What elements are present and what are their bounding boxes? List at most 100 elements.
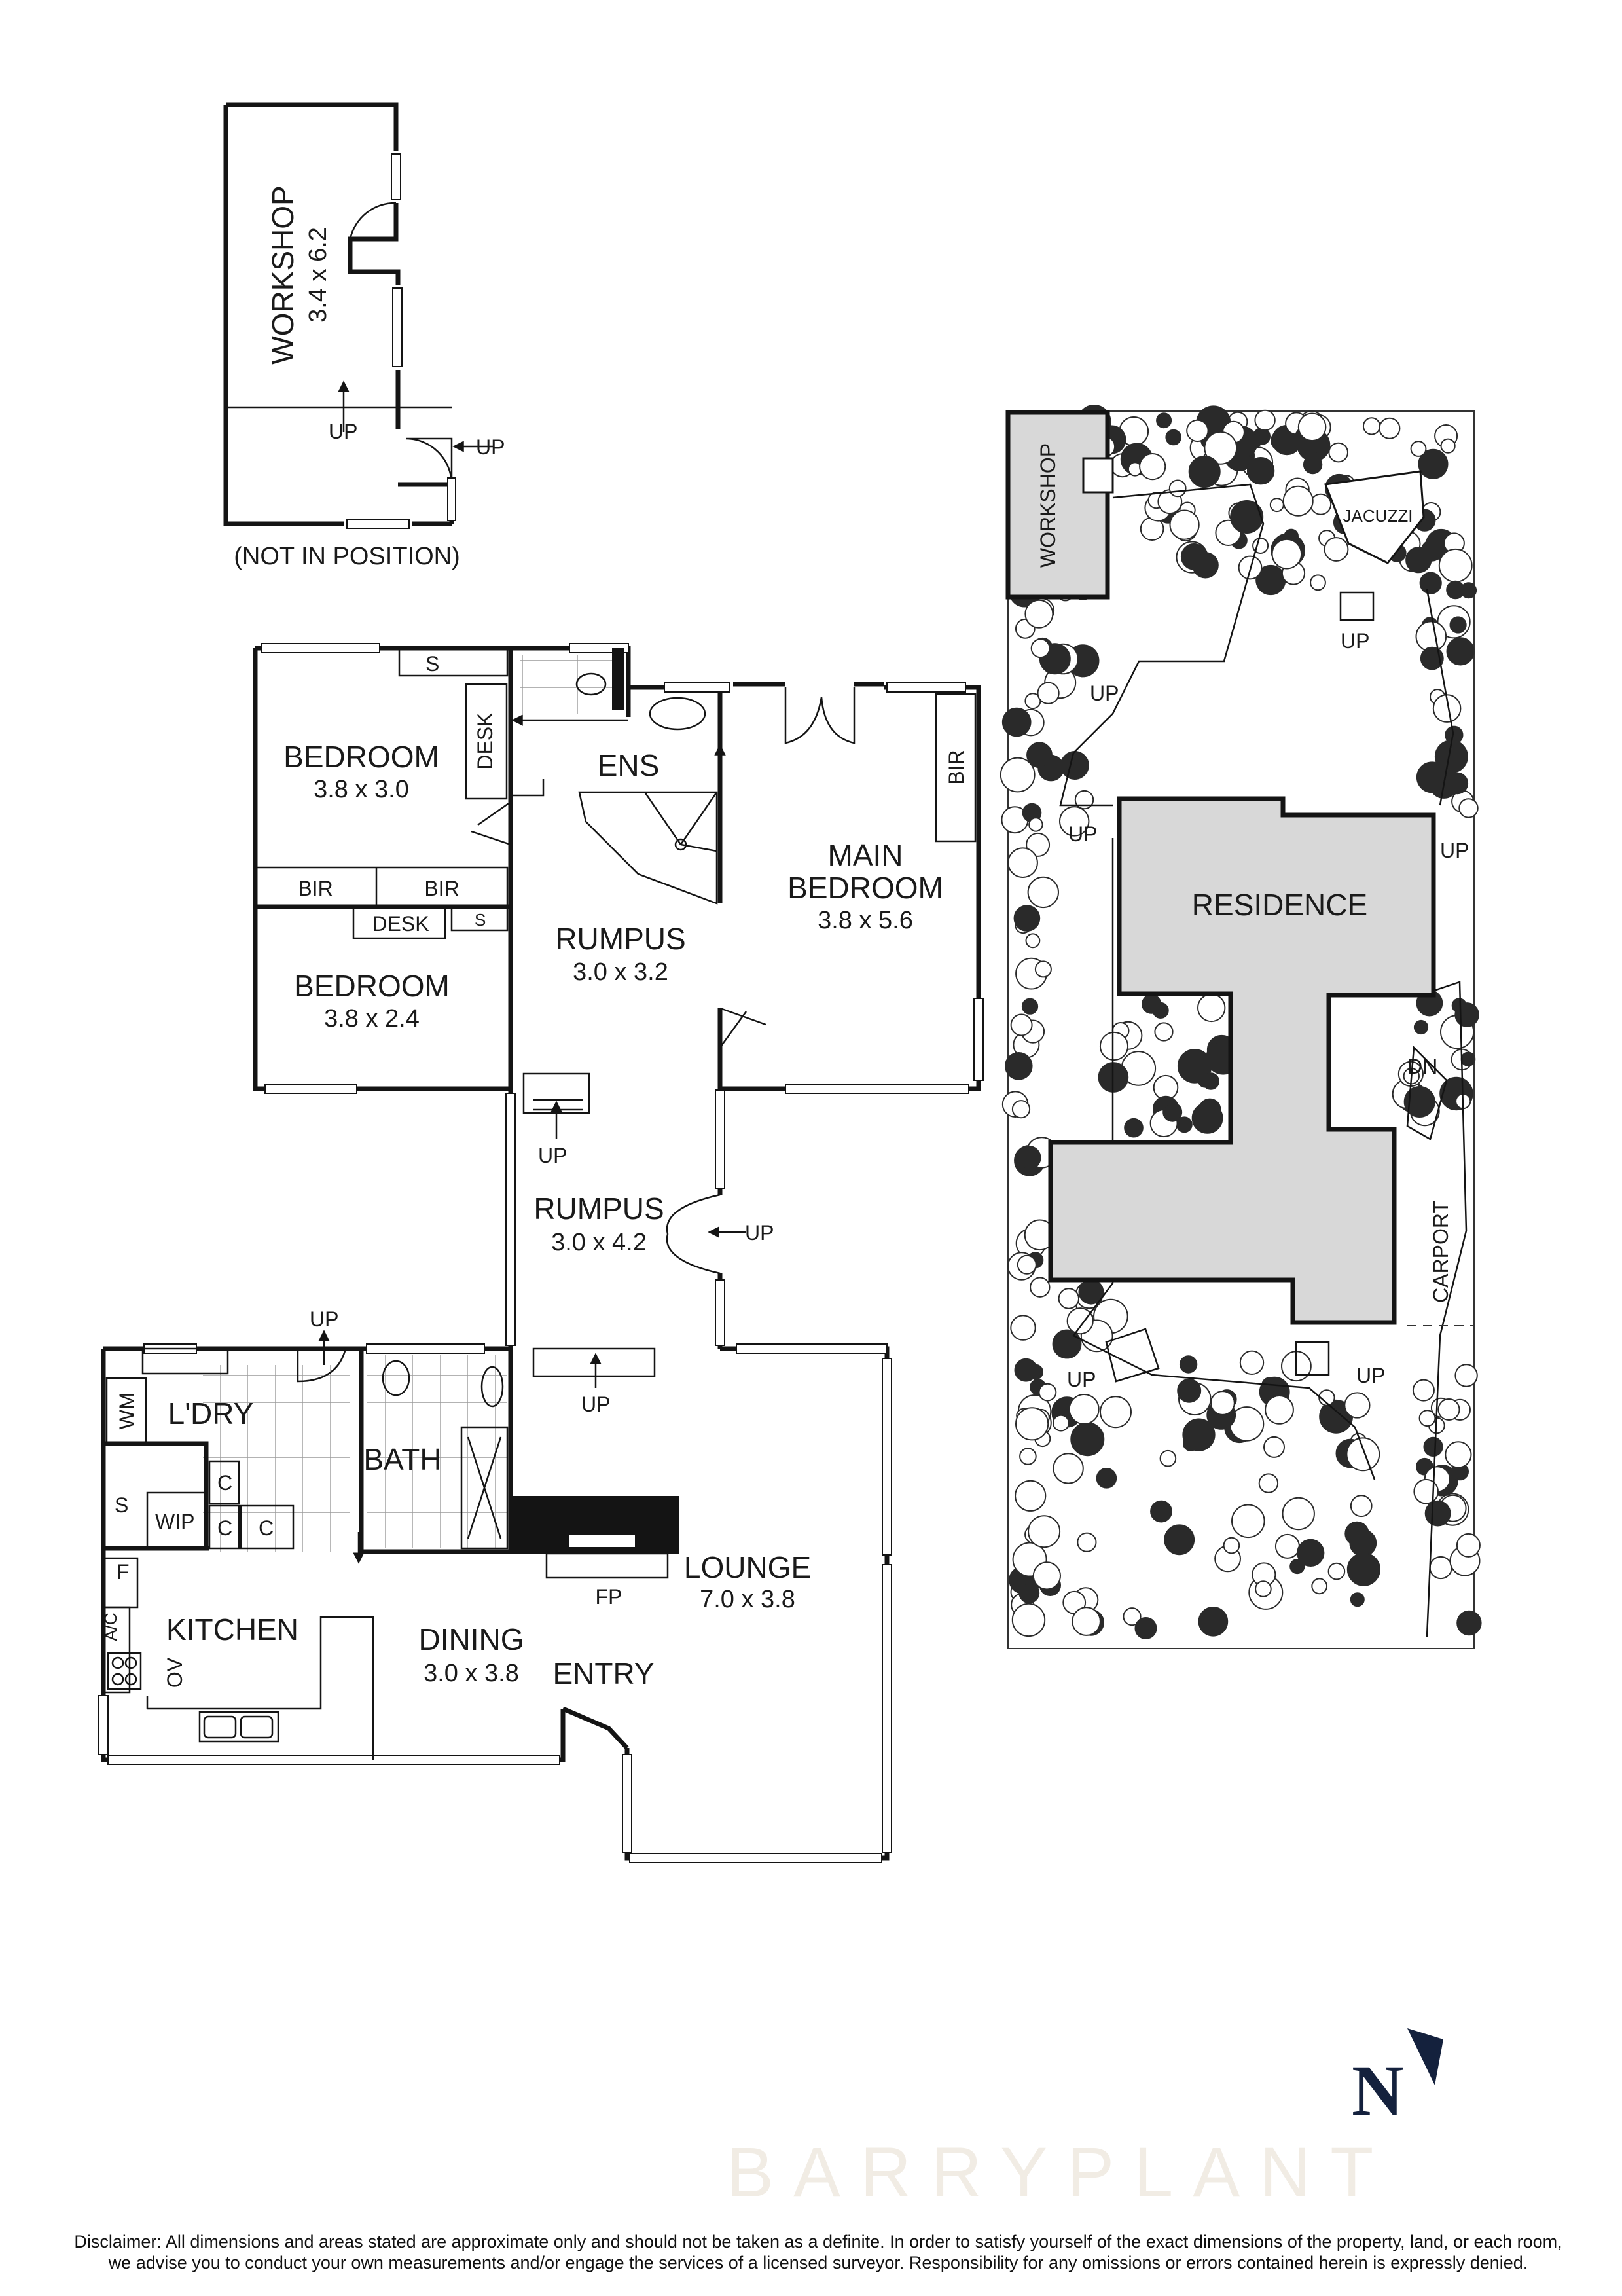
- laundry-name: L'DRY: [168, 1396, 254, 1430]
- tree-icon: [1413, 1019, 1429, 1035]
- cupboard3-label: C: [259, 1516, 274, 1540]
- tree-icon: [1413, 1478, 1439, 1504]
- tree-icon: [1191, 1102, 1223, 1134]
- bedroom1-name: BEDROOM: [283, 740, 439, 774]
- tree-icon: [1223, 1537, 1240, 1554]
- bedroom2-desk-label: DESK: [372, 912, 429, 936]
- tree-icon: [1350, 1592, 1365, 1607]
- wip-label: WIP: [155, 1510, 194, 1533]
- tree-icon: [1099, 1031, 1129, 1061]
- tree-icon: [1420, 539, 1443, 562]
- tree-icon: [1310, 574, 1326, 591]
- tree-icon: [1011, 1100, 1031, 1119]
- tree-icon: [1028, 817, 1043, 832]
- tree-icon: [1328, 442, 1348, 463]
- wip-sink-label: S: [115, 1493, 128, 1517]
- tree-icon: [1349, 1529, 1377, 1557]
- tree-icon: [1410, 441, 1427, 457]
- tree-icon: [1179, 1355, 1198, 1374]
- workshop-detached: UP UP WORKSHOP 3.4 x 6.2 (NOT IN POSITIO…: [223, 102, 505, 570]
- tree-icon: [1025, 933, 1041, 949]
- tree-icon: [1013, 905, 1041, 932]
- lounge-stair-up-label: UP: [581, 1393, 610, 1416]
- tree-icon: [1289, 1559, 1305, 1575]
- bedroom1-dim: 3.8 x 3.0: [314, 776, 409, 803]
- main-house: S DESK BEDROOM 3.8 x 3.0 BIR BIR DESK S …: [98, 643, 984, 1863]
- tree-icon: [1183, 1435, 1198, 1451]
- tree-icon: [1074, 790, 1094, 810]
- site-up-label-3: UP: [1440, 839, 1469, 862]
- tree-icon: [1460, 1051, 1476, 1067]
- brand-watermark: BARRYPLANT: [727, 2132, 1394, 2212]
- tree-icon: [1258, 1473, 1279, 1493]
- main-bedroom-name-line1: MAIN: [828, 838, 903, 872]
- tree-icon: [1327, 1562, 1346, 1580]
- tree-icon: [1379, 417, 1401, 439]
- rumpus2-name: RUMPUS: [533, 1192, 664, 1226]
- tree-icon: [1139, 453, 1166, 481]
- tree-icon: [1188, 456, 1221, 488]
- tree-icon: [1000, 757, 1036, 793]
- tree-icon: [1060, 751, 1089, 780]
- jacuzzi-label: JACUZZI: [1343, 506, 1413, 526]
- tree-icon: [1350, 1495, 1373, 1518]
- tree-icon: [1423, 1436, 1443, 1457]
- tree-icon: [1419, 572, 1442, 594]
- tree-icon: [1027, 876, 1060, 909]
- cupboard2-label: C: [217, 1516, 232, 1540]
- tree-icon: [1254, 409, 1276, 431]
- tree-icon: [1297, 412, 1327, 442]
- tree-icon: [1156, 412, 1172, 429]
- tree-icon: [1362, 417, 1381, 435]
- tree-icon: [1165, 429, 1181, 446]
- tree-icon: [1168, 479, 1187, 498]
- tree-icon: [1034, 960, 1052, 978]
- site-workshop-label: WORKSHOP: [1036, 443, 1060, 568]
- tree-icon: [1186, 419, 1209, 443]
- tree-icon: [1017, 1254, 1037, 1275]
- tree-icon: [1026, 832, 1051, 857]
- main-bedroom-dim: 3.8 x 5.6: [818, 907, 913, 934]
- tree-icon: [1429, 1556, 1452, 1580]
- dining-dim: 3.0 x 3.8: [424, 1660, 519, 1687]
- tree-icon: [1456, 1533, 1481, 1558]
- tree-icon: [1445, 1441, 1472, 1468]
- workshop-door-up-label: UP: [476, 435, 505, 459]
- tree-icon: [1269, 498, 1284, 513]
- tree-icon: [1412, 1379, 1435, 1402]
- oven-label: OV: [163, 1657, 187, 1688]
- tree-icon: [1231, 1504, 1265, 1539]
- tree-icon: [1265, 1395, 1294, 1425]
- tree-icon: [1274, 1533, 1300, 1559]
- main-bedroom-bir-label: BIR: [945, 750, 968, 784]
- bedroom2-bir-label: BIR: [424, 877, 459, 900]
- residence-label: RESIDENCE: [1192, 888, 1367, 922]
- site-up-label-1: UP: [1090, 682, 1119, 705]
- tree-icon: [1202, 1072, 1220, 1090]
- rumpus1-name: RUMPUS: [555, 922, 685, 956]
- disclaimer-text: Disclaimer: All dimensions and areas sta…: [74, 2232, 1562, 2272]
- cupboard1-label: C: [217, 1471, 232, 1495]
- tree-icon: [1344, 1392, 1371, 1419]
- bedroom2-dim: 3.8 x 2.4: [324, 1005, 420, 1032]
- tree-icon: [1014, 1358, 1038, 1382]
- tree-icon: [1053, 1414, 1070, 1432]
- workshop-dim: 3.4 x 6.2: [304, 227, 332, 323]
- tree-icon: [1096, 1468, 1117, 1489]
- bath-name: BATH: [363, 1442, 441, 1476]
- bedroom1-bir-label: BIR: [298, 877, 333, 900]
- rumpus2-dim: 3.0 x 4.2: [551, 1229, 647, 1256]
- tree-icon: [1198, 1607, 1229, 1637]
- tree-icon: [1297, 1539, 1325, 1567]
- entry-name: ENTRY: [552, 1656, 654, 1690]
- tree-icon: [1058, 1288, 1080, 1309]
- tree-icon: [1204, 431, 1238, 465]
- tree-icon: [1011, 1603, 1046, 1637]
- north-arrow-icon: [1407, 2028, 1443, 2085]
- tree-icon: [1246, 457, 1275, 485]
- tree-icon: [1010, 1315, 1036, 1341]
- tree-icon: [1176, 1116, 1193, 1133]
- tree-icon: [1449, 616, 1467, 634]
- tree-icon: [1324, 537, 1349, 562]
